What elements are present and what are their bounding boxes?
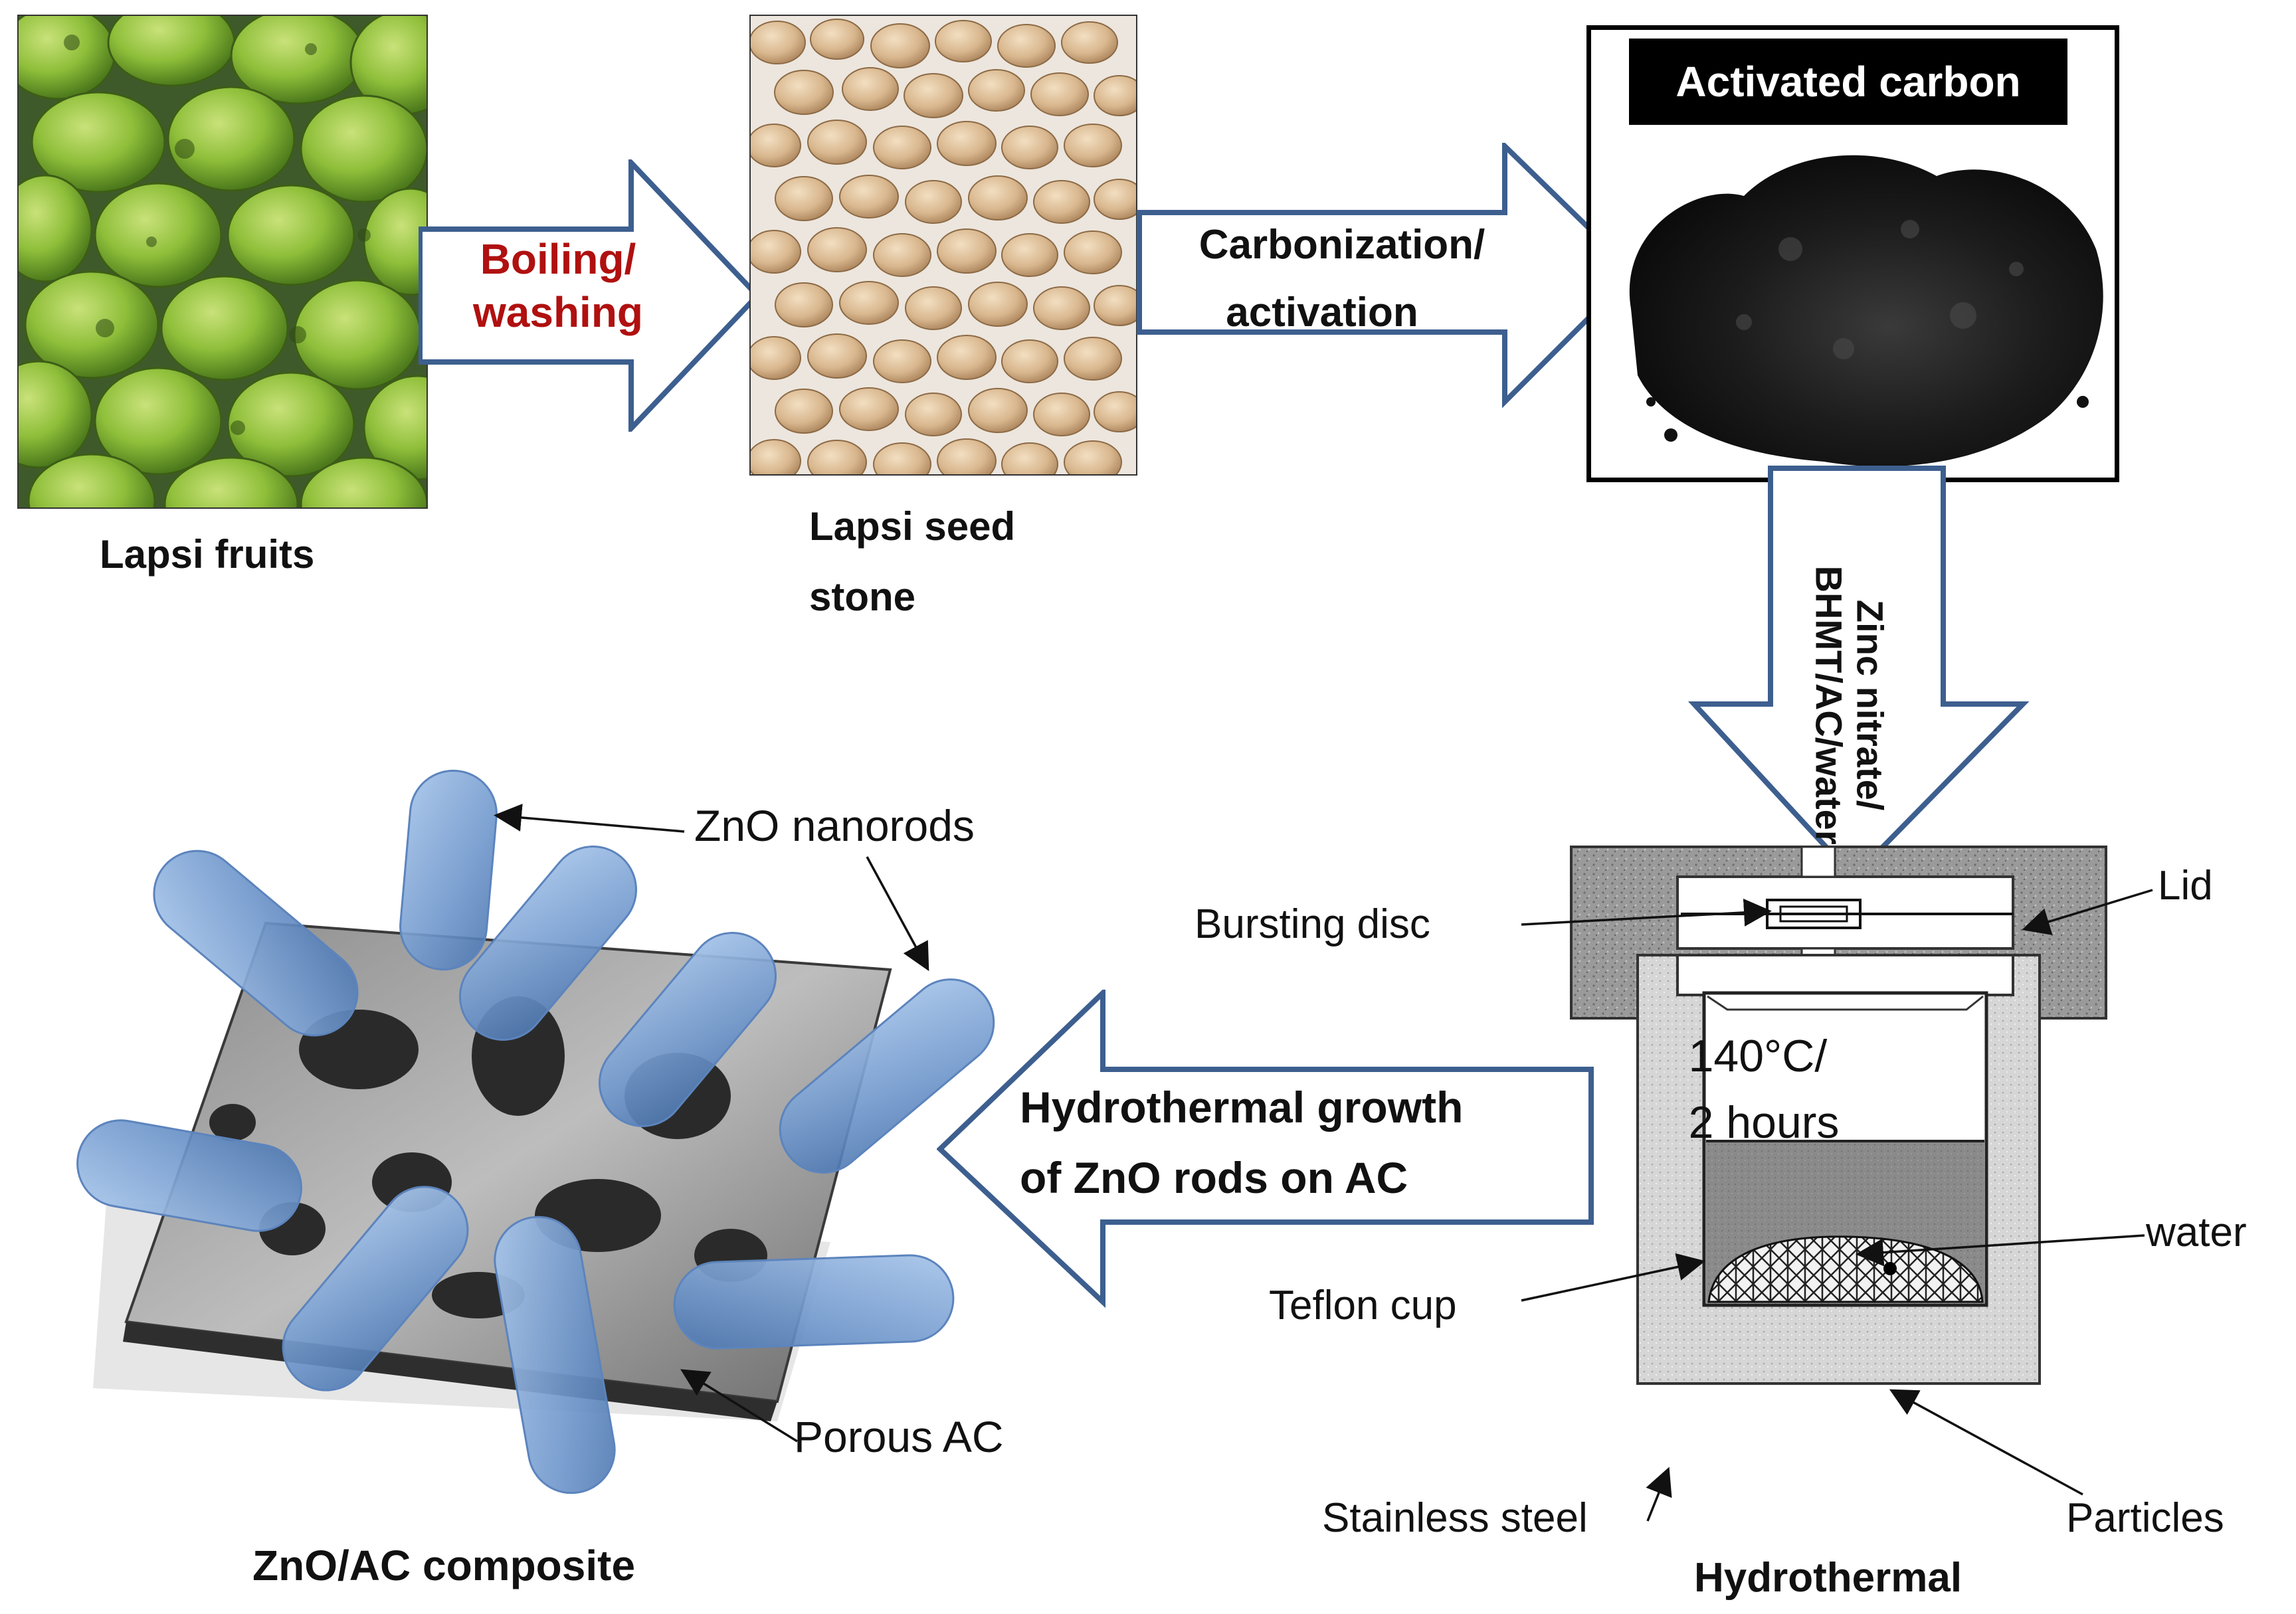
lapsi-seed-line2: stone <box>809 575 916 619</box>
lapsi-seed-label: Lapsi seed stone <box>809 492 1015 632</box>
lapsi-seed-photo <box>749 15 1137 476</box>
zno-nanorods-label: ZnO nanorods <box>694 801 975 850</box>
hydrothermal-growth-text: Hydrothermal growth of ZnO rods on AC <box>1020 1073 1565 1213</box>
zno-ac-composite-label: ZnO/AC composite <box>252 1542 636 1589</box>
porous-ac-leader <box>680 1369 798 1443</box>
washing-line: washing <box>472 288 644 336</box>
bursting-disc-leader <box>1521 898 1772 927</box>
water-leader <box>1856 1234 2145 1267</box>
hydrothermal-autoclave <box>1570 846 2107 1385</box>
hydrothermal-label: Hydrothermal <box>1694 1555 1962 1601</box>
stainless-steel-leader <box>1646 1467 1672 1522</box>
particles-leader <box>1889 1389 2083 1496</box>
duration-line: 2 hours <box>1688 1097 1840 1148</box>
condition-text: 140°C/ 2 hours <box>1689 1023 1840 1156</box>
teflon-cup-label: Teflon cup <box>1269 1283 1457 1328</box>
growth-line2: of ZnO rods on AC <box>1020 1152 1408 1202</box>
hydrothermal-growth-arrow <box>937 990 1594 1308</box>
nanorod-2 <box>153 850 359 1037</box>
lapsi-fruits-label: Lapsi fruits <box>100 532 315 577</box>
activation-line: activation <box>1226 290 1418 336</box>
lid-label: Lid <box>2158 863 2213 909</box>
particles-label: Particles <box>2066 1495 2224 1541</box>
zinc-nitrate-arrow <box>1687 466 2030 881</box>
stainless-steel-label: Stainless steel <box>1322 1495 1588 1541</box>
porous-ac-label: Porous AC <box>794 1412 1004 1461</box>
nanorod-4 <box>599 932 777 1127</box>
lapsi-fruits-photo <box>17 15 428 509</box>
water-label: water <box>2146 1210 2247 1255</box>
zno-ac-composite-illustration <box>76 769 995 1494</box>
nanorod-8 <box>494 1215 616 1494</box>
bursting-disc-label: Bursting disc <box>1195 901 1430 947</box>
nanorod-6 <box>76 1119 302 1232</box>
carbonization-text: Carbonization/ activation <box>1156 211 1528 347</box>
lapsi-seed-line1: Lapsi seed <box>809 504 1016 549</box>
boiling-washing-text: Boiling/ washing <box>438 232 678 339</box>
carbonization-line: Carbonization/ <box>1198 222 1485 268</box>
nanorod-1 <box>399 769 498 971</box>
teflon-cup-leader <box>1521 1253 1705 1302</box>
nanorods-leader-b <box>866 856 929 972</box>
nanorod-7 <box>282 1186 469 1391</box>
nanorod-5 <box>779 978 995 1174</box>
boiling-line: Boiling/ <box>480 235 636 283</box>
particles-mound <box>1707 1235 1984 1303</box>
activated-carbon-banner: Activated carbon <box>1629 39 2067 125</box>
nanorods-leader-a <box>494 804 685 833</box>
growth-line1: Hydrothermal growth <box>1020 1083 1464 1132</box>
carbonization-arrow <box>1137 143 1638 408</box>
temperature-line: 140°C/ <box>1688 1031 1828 1081</box>
nanorod-3 <box>459 846 637 1041</box>
nanorod-9 <box>673 1254 955 1350</box>
boiling-washing-arrow <box>419 159 761 432</box>
lid-leader <box>2022 889 2153 935</box>
